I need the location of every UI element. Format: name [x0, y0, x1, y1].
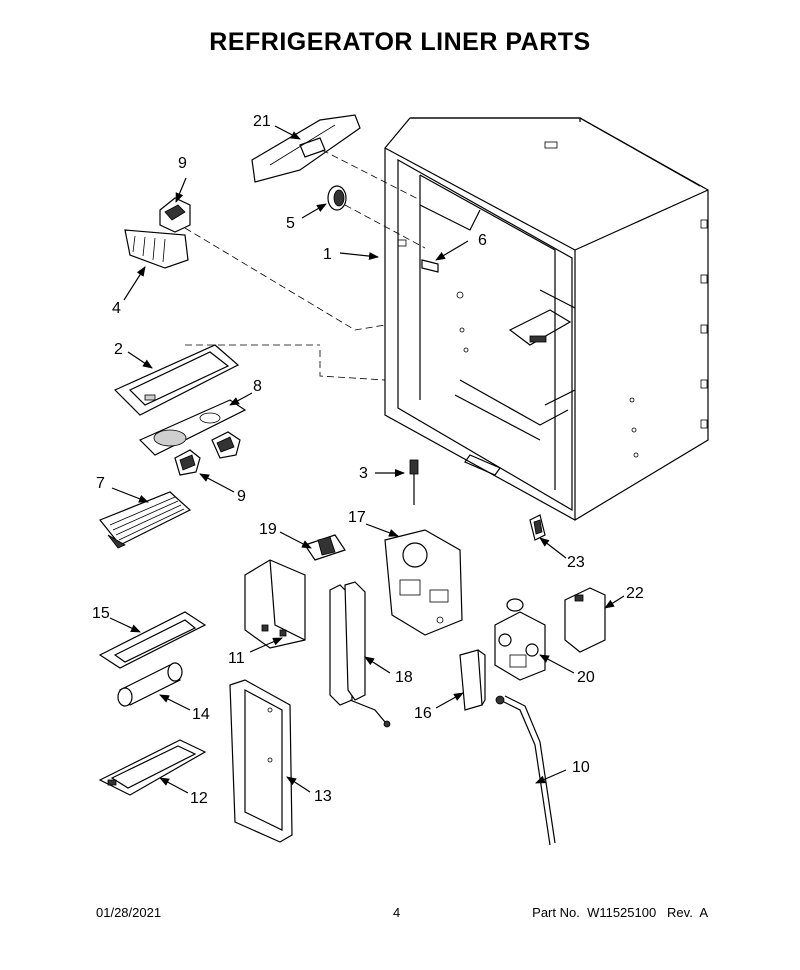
part-9-controls-bottom [174, 431, 241, 476]
part-20-valve [494, 598, 546, 681]
callout-4: 4 [112, 300, 121, 317]
callout-arrows [109, 125, 625, 794]
part-3-screw [409, 459, 419, 505]
part-13-panel [229, 679, 293, 843]
part-9-control-top [159, 197, 191, 233]
callout-5: 5 [286, 215, 295, 232]
part-12-tray [98, 739, 207, 796]
part-5-knob [327, 185, 347, 211]
callout-10: 10 [572, 759, 590, 776]
callout-8: 8 [253, 378, 262, 395]
part-10-tube [495, 695, 556, 846]
part-21-duct [251, 114, 361, 183]
part-23-clip [529, 514, 546, 541]
callout-15: 15 [92, 605, 110, 622]
callout-19: 19 [259, 521, 277, 538]
callout-23: 23 [567, 554, 585, 571]
part-19-sensor [304, 534, 346, 561]
callout-7: 7 [96, 475, 105, 492]
part-17-mount [384, 529, 463, 636]
footer-part-number: Part No. W11525100 Rev. A [532, 905, 708, 920]
callout-21: 21 [253, 113, 271, 130]
callout-18: 18 [395, 669, 413, 686]
footer-page-number: 4 [393, 905, 401, 920]
callout-14: 14 [192, 706, 210, 723]
callout-20: 20 [577, 669, 595, 686]
part-4-cover [124, 229, 189, 269]
callout-22: 22 [626, 585, 644, 602]
part-14-filter [117, 662, 183, 707]
callout-16: 16 [414, 705, 432, 722]
callout-1: 1 [323, 246, 332, 263]
part-1-liner [384, 117, 709, 521]
callout-9-bottom: 9 [237, 488, 246, 505]
part-7-grille [99, 491, 192, 549]
page-title: REFRIGERATOR LINER PARTS [209, 28, 591, 56]
part-16-bracket [459, 649, 486, 711]
part-15-holder [98, 611, 207, 669]
callout-17: 17 [348, 509, 366, 526]
part-2-housing [113, 344, 240, 416]
part-8-panel [138, 399, 247, 456]
part-22-housing [564, 587, 606, 653]
callout-3: 3 [359, 465, 368, 482]
callout-13: 13 [314, 788, 332, 805]
callout-numbers: 21 9 5 1 6 4 2 8 9 7 3 17 19 23 22 15 11… [92, 113, 644, 807]
part-18-tube [329, 581, 391, 728]
callout-12: 12 [190, 790, 208, 807]
callout-2: 2 [114, 341, 123, 358]
callout-11: 11 [228, 650, 245, 667]
callout-9-top: 9 [178, 155, 187, 172]
part-11-bracket [244, 559, 306, 649]
callout-6: 6 [478, 232, 487, 249]
footer-date: 01/28/2021 [96, 905, 162, 920]
